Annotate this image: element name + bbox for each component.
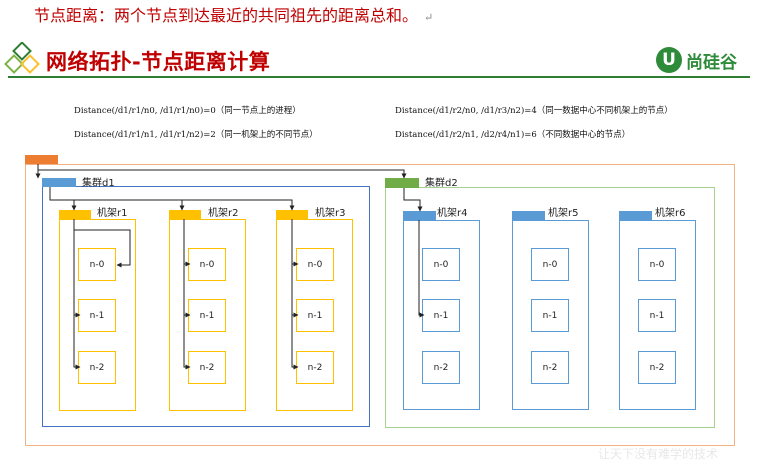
rack-r3-node-0: n-0	[296, 248, 334, 281]
link-r3-nodes	[291, 219, 299, 370]
rack-r2-node	[169, 210, 201, 219]
link-r2-nodes	[183, 219, 191, 370]
rack-r1-frame	[59, 219, 136, 411]
link-d1-r2	[74, 199, 185, 211]
rack-r5-label: 机架r5	[548, 208, 579, 219]
rack-r3-label: 机架r3	[315, 208, 346, 219]
rack-r2-frame	[169, 219, 246, 411]
distance-formula-2: Distance(/d1/r2/n0, /d1/r3/n2)=4（同一数据中心不…	[395, 106, 673, 116]
cluster-d1-label: 集群d1	[82, 178, 115, 189]
rack-r4-node-0: n-0	[422, 248, 460, 281]
rack-r3-node-1: n-1	[296, 299, 334, 332]
link-r1-nodes	[73, 219, 81, 370]
network-root-frame	[25, 164, 735, 446]
cluster-d1-frame	[42, 186, 370, 427]
rack-r6-label: 机架r6	[655, 208, 686, 219]
rack-r4-node	[403, 211, 436, 220]
rack-r1-node-2: n-2	[78, 351, 116, 384]
link-d1-r3	[182, 199, 295, 211]
distance-formula-4: Distance(/d1/r2/n1, /d2/r4/n1)=6（不同数据中心的…	[395, 130, 631, 140]
rack-r5-frame	[512, 220, 589, 410]
rack-r4-node-2: n-2	[422, 351, 460, 384]
rack-r2-node-0: n-0	[188, 248, 226, 281]
rack-r1-node	[59, 210, 91, 219]
rack-r2-label: 机架r2	[208, 208, 239, 219]
diamond-logo-icon	[4, 42, 40, 74]
link-r4-n1	[418, 220, 425, 318]
cluster-d2-frame	[385, 187, 715, 428]
rack-r6-node	[619, 211, 652, 220]
link-d2-r4	[403, 188, 423, 212]
brand-name: 尚硅谷	[686, 52, 737, 73]
link-root-d2	[38, 169, 407, 179]
rack-r4-frame	[403, 220, 480, 410]
rack-r3-frame	[276, 219, 353, 411]
cluster-d1-node	[42, 178, 76, 187]
watermark: 让天下没有难学的技术	[597, 447, 718, 461]
rack-r2-node-2: n-2	[188, 351, 226, 384]
distance-formula-3: Distance(/d1/r1/n1, /d1/r1/n2)=2（同一机架上的不…	[74, 130, 318, 140]
page-title: 网络拓扑-节点距离计算	[46, 50, 271, 74]
brand-mark-icon: U	[656, 47, 682, 73]
rack-r5-node-0: n-0	[531, 248, 569, 281]
return-mark: ↵	[424, 11, 434, 24]
rack-r1-label: 机架r1	[97, 208, 128, 219]
rack-r6-node-2: n-2	[638, 351, 676, 384]
cluster-d2-label: 集群d2	[425, 178, 458, 189]
rack-r5-node-2: n-2	[531, 351, 569, 384]
rack-r4-node-1: n-1	[422, 299, 460, 332]
brand-logo: U 尚硅谷	[656, 46, 737, 74]
definition-text: 节点距离：两个节点到达最近的共同祖先的距离总和。	[34, 6, 419, 25]
cluster-d2-node	[385, 178, 419, 188]
rack-r3-node	[276, 210, 308, 219]
title-underline	[8, 76, 750, 78]
rack-r5-node	[512, 211, 545, 220]
link-r1-n0-loop	[74, 229, 131, 268]
rack-r6-node-0: n-0	[638, 248, 676, 281]
network-root-node	[25, 155, 58, 164]
rack-r1-node-0: n-0	[78, 248, 116, 281]
rack-r4-label: 机架r4	[437, 208, 468, 219]
rack-r5-node-1: n-1	[531, 299, 569, 332]
rack-r6-node-1: n-1	[638, 299, 676, 332]
node-distance-definition: 节点距离：两个节点到达最近的共同祖先的距离总和。 ↵	[34, 2, 433, 26]
rack-r3-node-2: n-2	[296, 351, 334, 384]
rack-r6-frame	[619, 220, 696, 410]
rack-r1-node-1: n-1	[78, 299, 116, 332]
link-d1-r1	[49, 187, 77, 211]
distance-formula-1: Distance(/d1/r1/n0, /d1/r1/n0)=0（同一节点上的进…	[74, 106, 301, 116]
